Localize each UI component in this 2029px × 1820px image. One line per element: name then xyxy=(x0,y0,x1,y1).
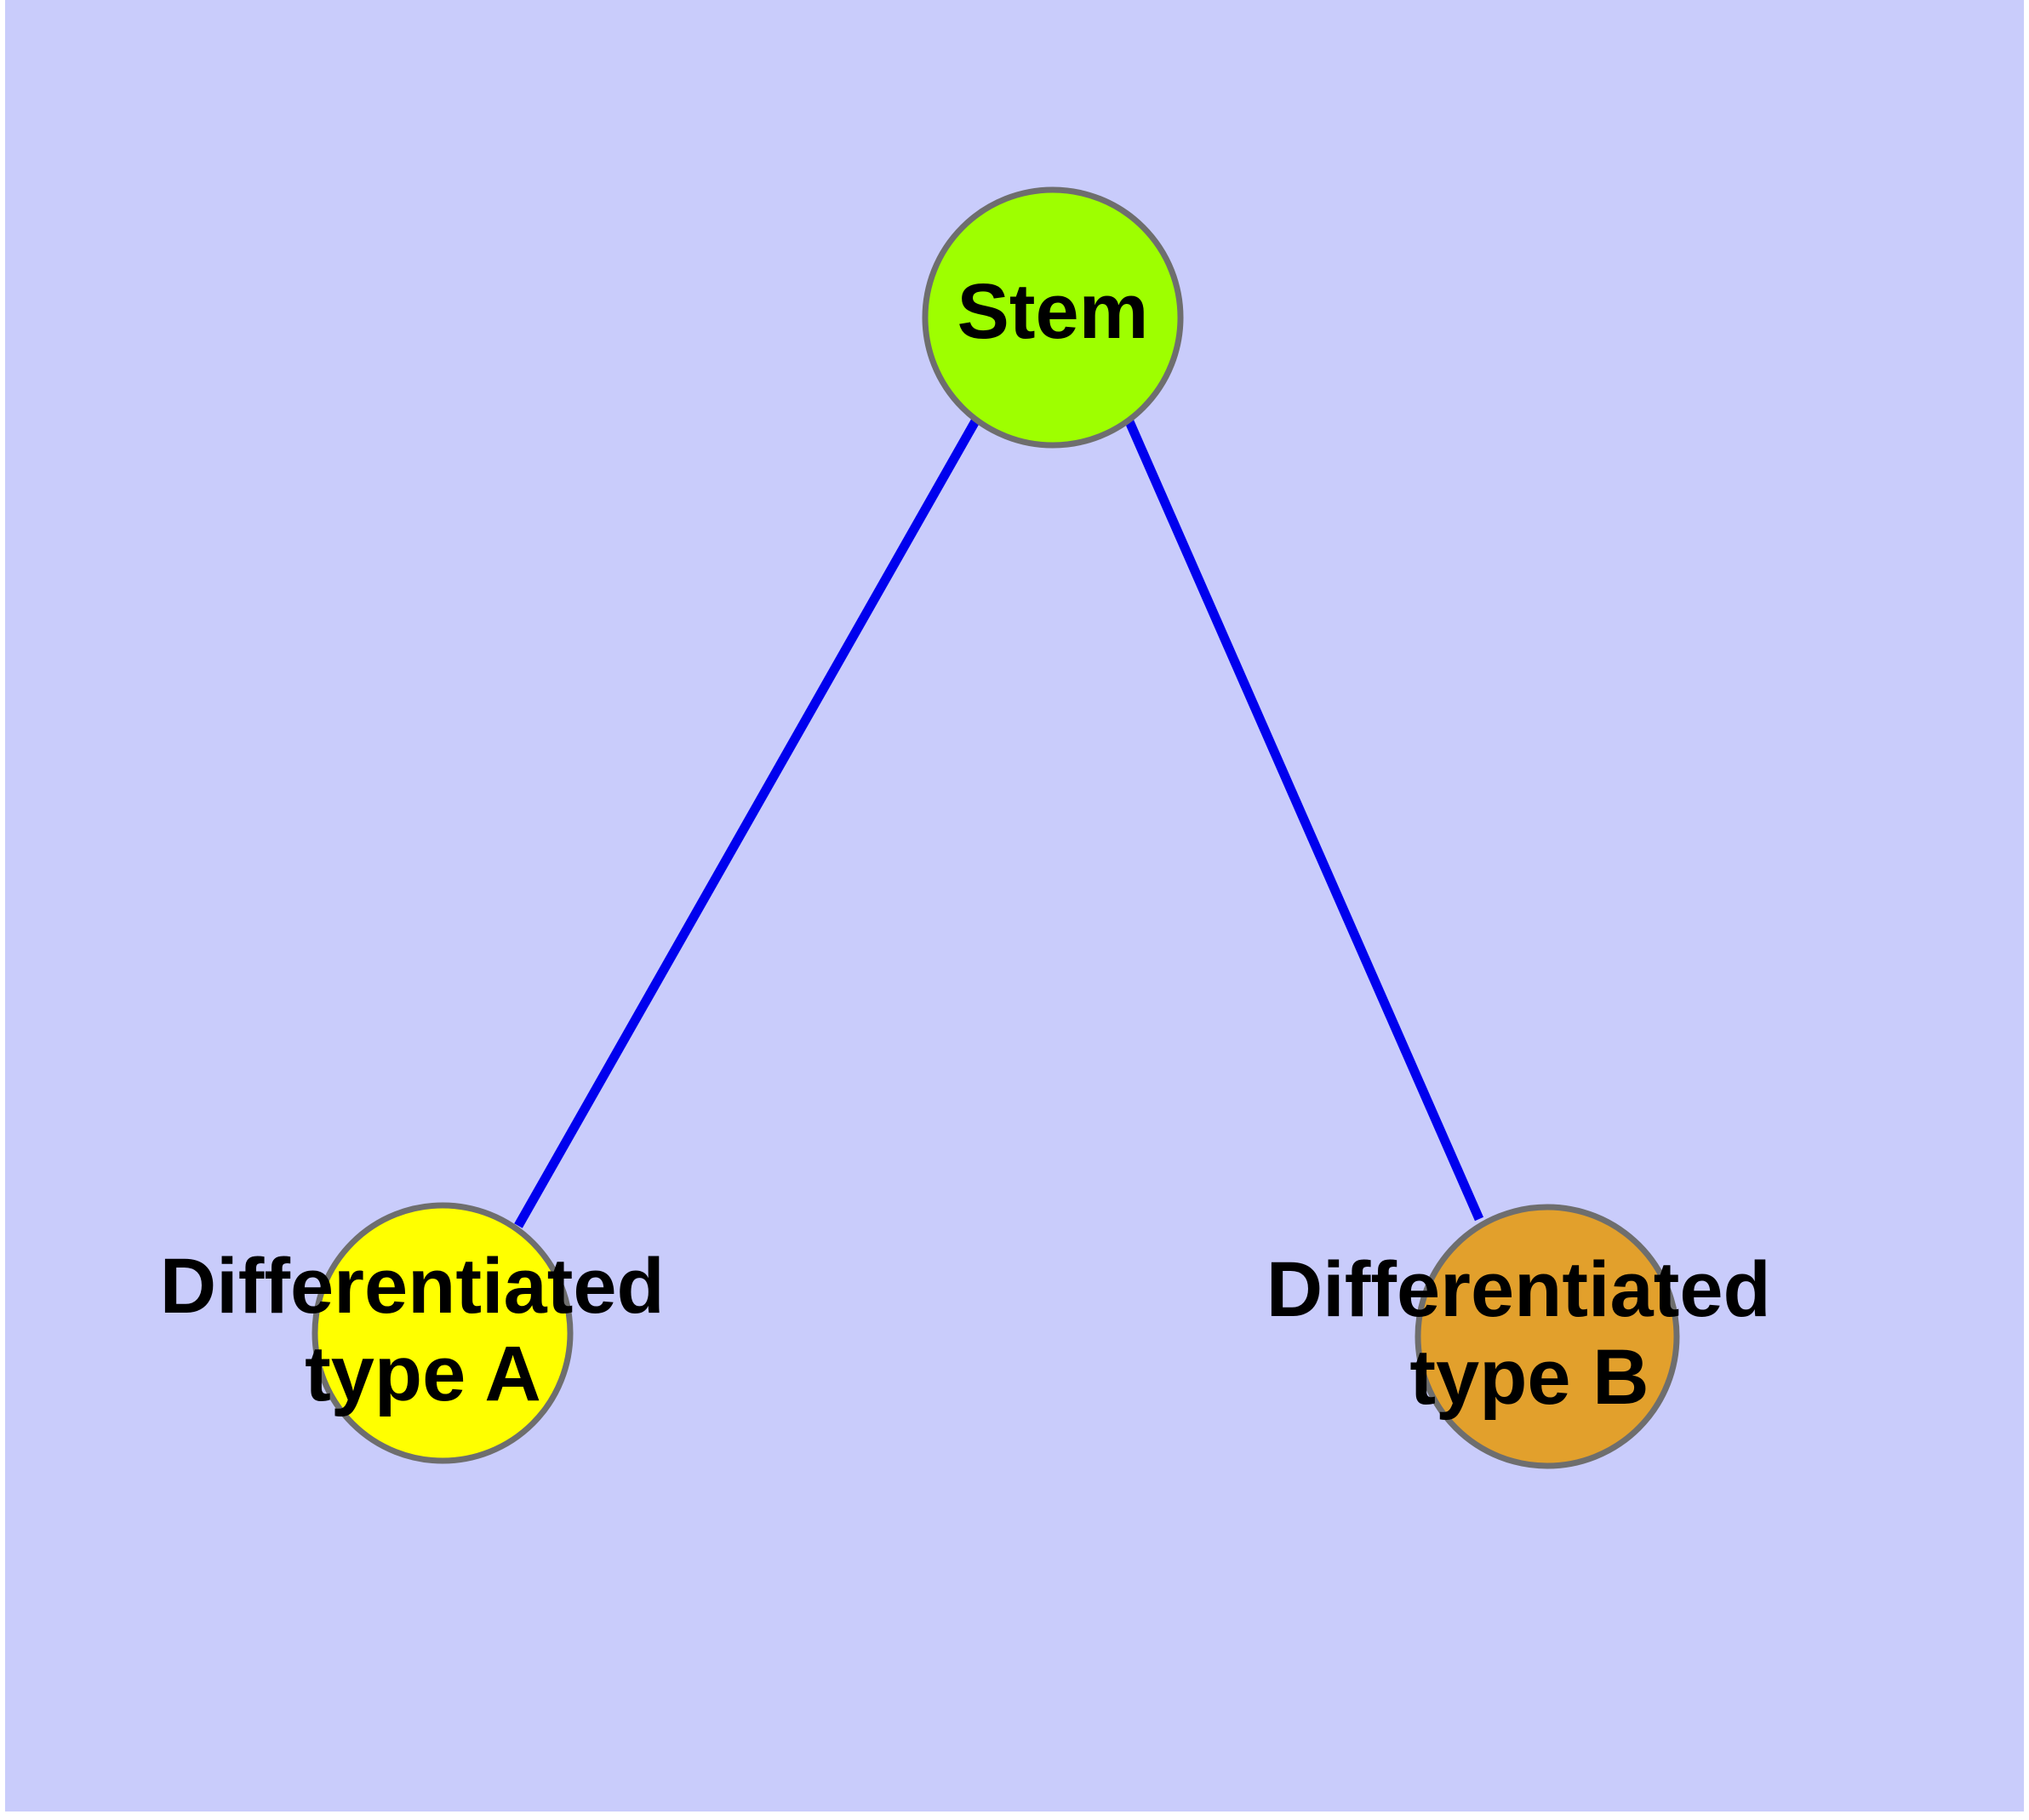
node-differentiated-type-a-circle[interactable] xyxy=(311,1202,574,1464)
node-differentiated-type-b-label-line-1: Differentiated xyxy=(1266,1246,1771,1333)
node-differentiated-type-b[interactable] xyxy=(1415,1204,1680,1469)
node-stem-circle[interactable] xyxy=(922,186,1184,449)
nodes-group xyxy=(311,186,1680,1469)
node-differentiated-type-a-label-line-2: type A xyxy=(305,1331,541,1417)
edge-stem-to-differentiated-type-b[interactable] xyxy=(1123,417,1484,1222)
node-differentiated-type-a[interactable] xyxy=(311,1202,574,1464)
edges-group xyxy=(514,417,1484,1228)
node-stem-label-line-1: Stem xyxy=(957,268,1149,355)
node-differentiated-type-b-label-line-2: type B xyxy=(1409,1334,1649,1421)
node-stem[interactable] xyxy=(922,186,1184,449)
node-differentiated-type-b-label: Differentiated type B xyxy=(1266,1246,1793,1421)
node-differentiated-type-a-label-line-1: Differentiated xyxy=(160,1243,665,1330)
node-stem-label: Stem xyxy=(957,268,1149,355)
labels-group: Stem Differentiated type A Differentiate… xyxy=(160,268,1793,1421)
node-differentiated-type-a-label: Differentiated type A xyxy=(160,1243,687,1417)
edge-stem-to-differentiated-type-a[interactable] xyxy=(514,417,980,1228)
node-differentiated-type-b-circle[interactable] xyxy=(1415,1204,1680,1469)
